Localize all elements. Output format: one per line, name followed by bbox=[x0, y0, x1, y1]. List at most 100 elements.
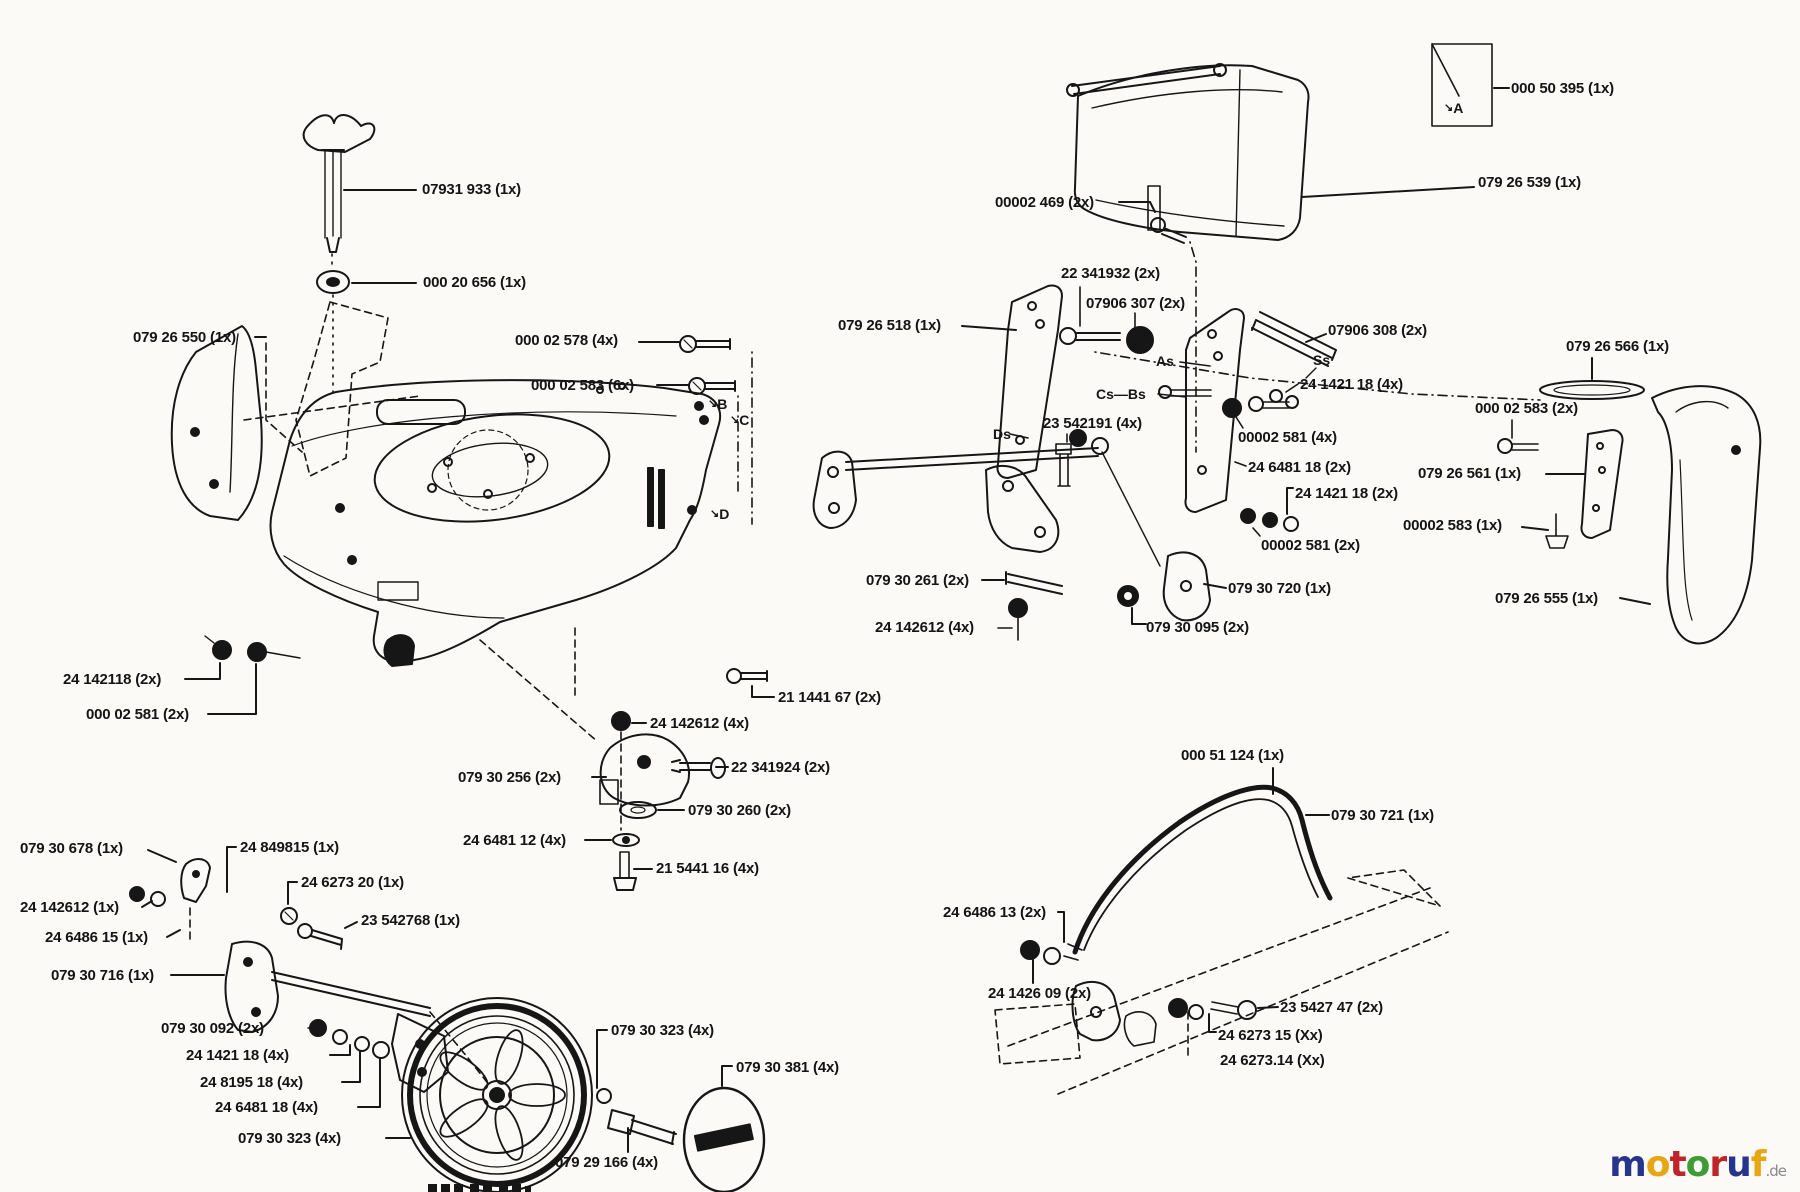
part-number-label: 079 30 721 (1x) bbox=[1331, 807, 1434, 824]
part-number-label: 00002 581 (4x) bbox=[1238, 429, 1337, 446]
part-number-label: 24 6481 18 (2x) bbox=[1248, 459, 1351, 476]
right-shield-parts bbox=[1539, 357, 1762, 645]
position-marker: As bbox=[1156, 353, 1174, 369]
part-number-label: 23 5427 47 (2x) bbox=[1280, 999, 1383, 1016]
part-number-label: 000 20 656 (1x) bbox=[423, 274, 526, 291]
position-marker: ↘D bbox=[710, 506, 730, 522]
part-number-label: 22 341932 (2x) bbox=[1061, 265, 1160, 282]
note-box bbox=[1431, 43, 1510, 127]
mower-deck-part bbox=[269, 379, 721, 667]
clipped-label-strip bbox=[428, 1184, 531, 1192]
motoruf-logo-letter: m bbox=[1609, 1144, 1647, 1185]
part-number-label: 079 30 261 (2x) bbox=[866, 572, 969, 589]
part-number-label: 079 29 166 (4x) bbox=[555, 1154, 658, 1171]
part-number-label: 00002 581 (2x) bbox=[1261, 537, 1360, 554]
position-marker: Ds bbox=[993, 426, 1011, 442]
part-number-label: 079 30 256 (2x) bbox=[458, 769, 561, 786]
motoruf-logo-suffix: .de bbox=[1765, 1162, 1787, 1180]
part-number-label: 079 30 381 (4x) bbox=[736, 1059, 839, 1076]
deck-screws bbox=[638, 335, 736, 395]
part-number-label: 24 142612 (1x) bbox=[20, 899, 119, 916]
part-number-label: 000 02 578 (4x) bbox=[515, 332, 618, 349]
part-number-label: 079 30 716 (1x) bbox=[51, 967, 154, 984]
ghost-deck-outline bbox=[994, 869, 1449, 1095]
marker-arrow-icon: ↘ bbox=[1444, 102, 1454, 114]
marker-arrow-icon: ↘ bbox=[730, 414, 740, 426]
position-marker: Ss bbox=[1313, 352, 1331, 368]
part-number-label: 079 30 323 (4x) bbox=[611, 1022, 714, 1039]
part-number-label: 24 6481 18 (4x) bbox=[215, 1099, 318, 1116]
part-number-label: 23 542191 (4x) bbox=[1043, 415, 1142, 432]
front-wheel-bracket-assembly bbox=[129, 846, 449, 1139]
motoruf-logo[interactable]: motoruf.de bbox=[1609, 1144, 1787, 1185]
wheel-part bbox=[401, 997, 593, 1192]
height-adjust-bracket bbox=[584, 711, 729, 891]
part-number-label: 00002 583 (1x) bbox=[1403, 517, 1502, 534]
position-marker: ↘B bbox=[708, 396, 728, 412]
handlebar-part bbox=[1063, 767, 1333, 961]
part-number-label: 24 6481 12 (4x) bbox=[463, 832, 566, 849]
motoruf-logo-letter: t bbox=[1669, 1144, 1686, 1185]
cross-bar-assembly bbox=[812, 429, 1227, 641]
position-marker: ↘A bbox=[1444, 100, 1464, 116]
part-number-label: 07906 307 (2x) bbox=[1086, 295, 1185, 312]
rear-flap-part bbox=[1066, 63, 1475, 241]
motoruf-logo-letter: u bbox=[1726, 1144, 1752, 1185]
part-number-label: 22 341924 (2x) bbox=[731, 759, 830, 776]
wing-bolt-part bbox=[302, 114, 417, 294]
marker-arrow-icon: ↘ bbox=[710, 508, 720, 520]
part-number-label: 07906 308 (2x) bbox=[1328, 322, 1427, 339]
part-number-label: 079 26 561 (1x) bbox=[1418, 465, 1521, 482]
part-number-label: 079 30 720 (1x) bbox=[1228, 580, 1331, 597]
part-number-label: 079 26 566 (1x) bbox=[1566, 338, 1669, 355]
left-fastener-pair bbox=[184, 635, 301, 715]
part-number-label: 079 30 095 (2x) bbox=[1146, 619, 1249, 636]
part-number-label: 079 26 518 (1x) bbox=[838, 317, 941, 334]
part-number-label: 21 1441 67 (2x) bbox=[778, 689, 881, 706]
handle-latch-parts bbox=[1020, 911, 1279, 1047]
part-number-label: 00002 469 (2x) bbox=[995, 194, 1094, 211]
part-number-label: 079 26 555 (1x) bbox=[1495, 590, 1598, 607]
part-number-label: 24 1421 18 (2x) bbox=[1295, 485, 1398, 502]
part-number-label: 000 02 583 (6x) bbox=[531, 377, 634, 394]
part-number-label: 079 26 550 (1x) bbox=[133, 329, 236, 346]
part-number-label: 24 6273 15 (Xx) bbox=[1218, 1027, 1323, 1044]
part-number-label: 000 02 581 (2x) bbox=[86, 706, 189, 723]
motoruf-logo-letter: o bbox=[1685, 1144, 1711, 1185]
part-number-label: 079 30 260 (2x) bbox=[688, 802, 791, 819]
motoruf-logo-letter: o bbox=[1645, 1144, 1671, 1185]
left-shield-part bbox=[170, 325, 263, 521]
part-number-label: 24 849815 (1x) bbox=[240, 839, 339, 856]
part-number-label: 24 6486 13 (2x) bbox=[943, 904, 1046, 921]
part-number-label: 24 6273 20 (1x) bbox=[301, 874, 404, 891]
right-side-fasteners bbox=[1234, 419, 1624, 549]
position-marker: ↘C bbox=[730, 412, 750, 428]
part-number-label: 23 542768 (1x) bbox=[361, 912, 460, 929]
part-number-label: 21 5441 16 (4x) bbox=[656, 860, 759, 877]
part-number-label: 24 1426 09 (2x) bbox=[988, 985, 1091, 1002]
part-number-label: 24 1421 18 (4x) bbox=[1300, 376, 1403, 393]
part-number-label: 24 142612 (4x) bbox=[875, 619, 974, 636]
part-number-label: 079 26 539 (1x) bbox=[1478, 174, 1581, 191]
part-number-label: 000 50 395 (1x) bbox=[1511, 80, 1614, 97]
part-number-label: 24 1421 18 (4x) bbox=[186, 1047, 289, 1064]
part-number-label: 07931 933 (1x) bbox=[422, 181, 521, 198]
part-number-label: 000 51 124 (1x) bbox=[1181, 747, 1284, 764]
top-screw-00002469 bbox=[1118, 201, 1187, 244]
part-number-label: 000 02 583 (2x) bbox=[1475, 400, 1578, 417]
part-number-label: 24 8195 18 (4x) bbox=[200, 1074, 303, 1091]
handle-mount-brackets bbox=[961, 284, 1337, 513]
part-number-label: 079 30 323 (4x) bbox=[238, 1130, 341, 1147]
part-number-label: 079 30 092 (2x) bbox=[161, 1020, 264, 1037]
motoruf-logo-letters: motoruf bbox=[1609, 1144, 1767, 1185]
marker-arrow-icon: ↘ bbox=[708, 398, 718, 410]
motoruf-logo-letter: f bbox=[1750, 1144, 1767, 1185]
position-marker: Cs—Bs bbox=[1096, 386, 1146, 402]
part-number-label: 079 30 678 (1x) bbox=[20, 840, 123, 857]
wheel-axle-bolt bbox=[596, 1029, 766, 1192]
part-number-label: 24 6486 15 (1x) bbox=[45, 929, 148, 946]
part-number-label: 24 142118 (2x) bbox=[63, 671, 162, 688]
part-number-label: 24 142612 (4x) bbox=[650, 715, 749, 732]
